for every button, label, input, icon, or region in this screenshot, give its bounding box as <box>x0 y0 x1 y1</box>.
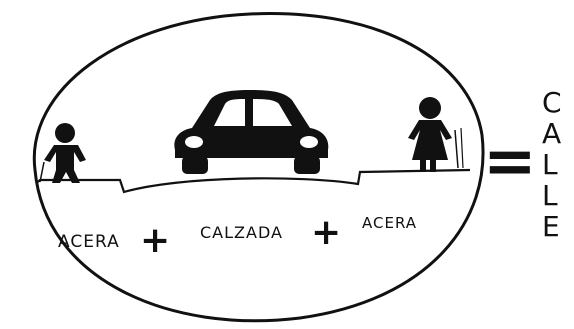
result-letter-a: A <box>542 117 561 150</box>
pedestrian-woman-icon <box>408 97 463 172</box>
equation-term-sidewalk-right: ACERA <box>362 214 417 232</box>
result-letter-c: C <box>542 86 562 119</box>
result-letter-l1: L <box>542 148 558 181</box>
road-profile <box>38 170 470 192</box>
plus-sign-2: + <box>311 212 341 253</box>
pedestrian-man-icon <box>40 123 86 183</box>
enclosing-oval <box>34 14 483 321</box>
result-letter-e: E <box>542 210 560 243</box>
equation-term-sidewalk-left: ACERA <box>58 232 120 252</box>
plus-sign-1: + <box>140 220 170 261</box>
equation-term-roadway: CALZADA <box>200 223 283 242</box>
car-icon <box>174 90 328 174</box>
equals-sign: = <box>483 125 537 199</box>
result-letter-l2: L <box>542 179 558 212</box>
